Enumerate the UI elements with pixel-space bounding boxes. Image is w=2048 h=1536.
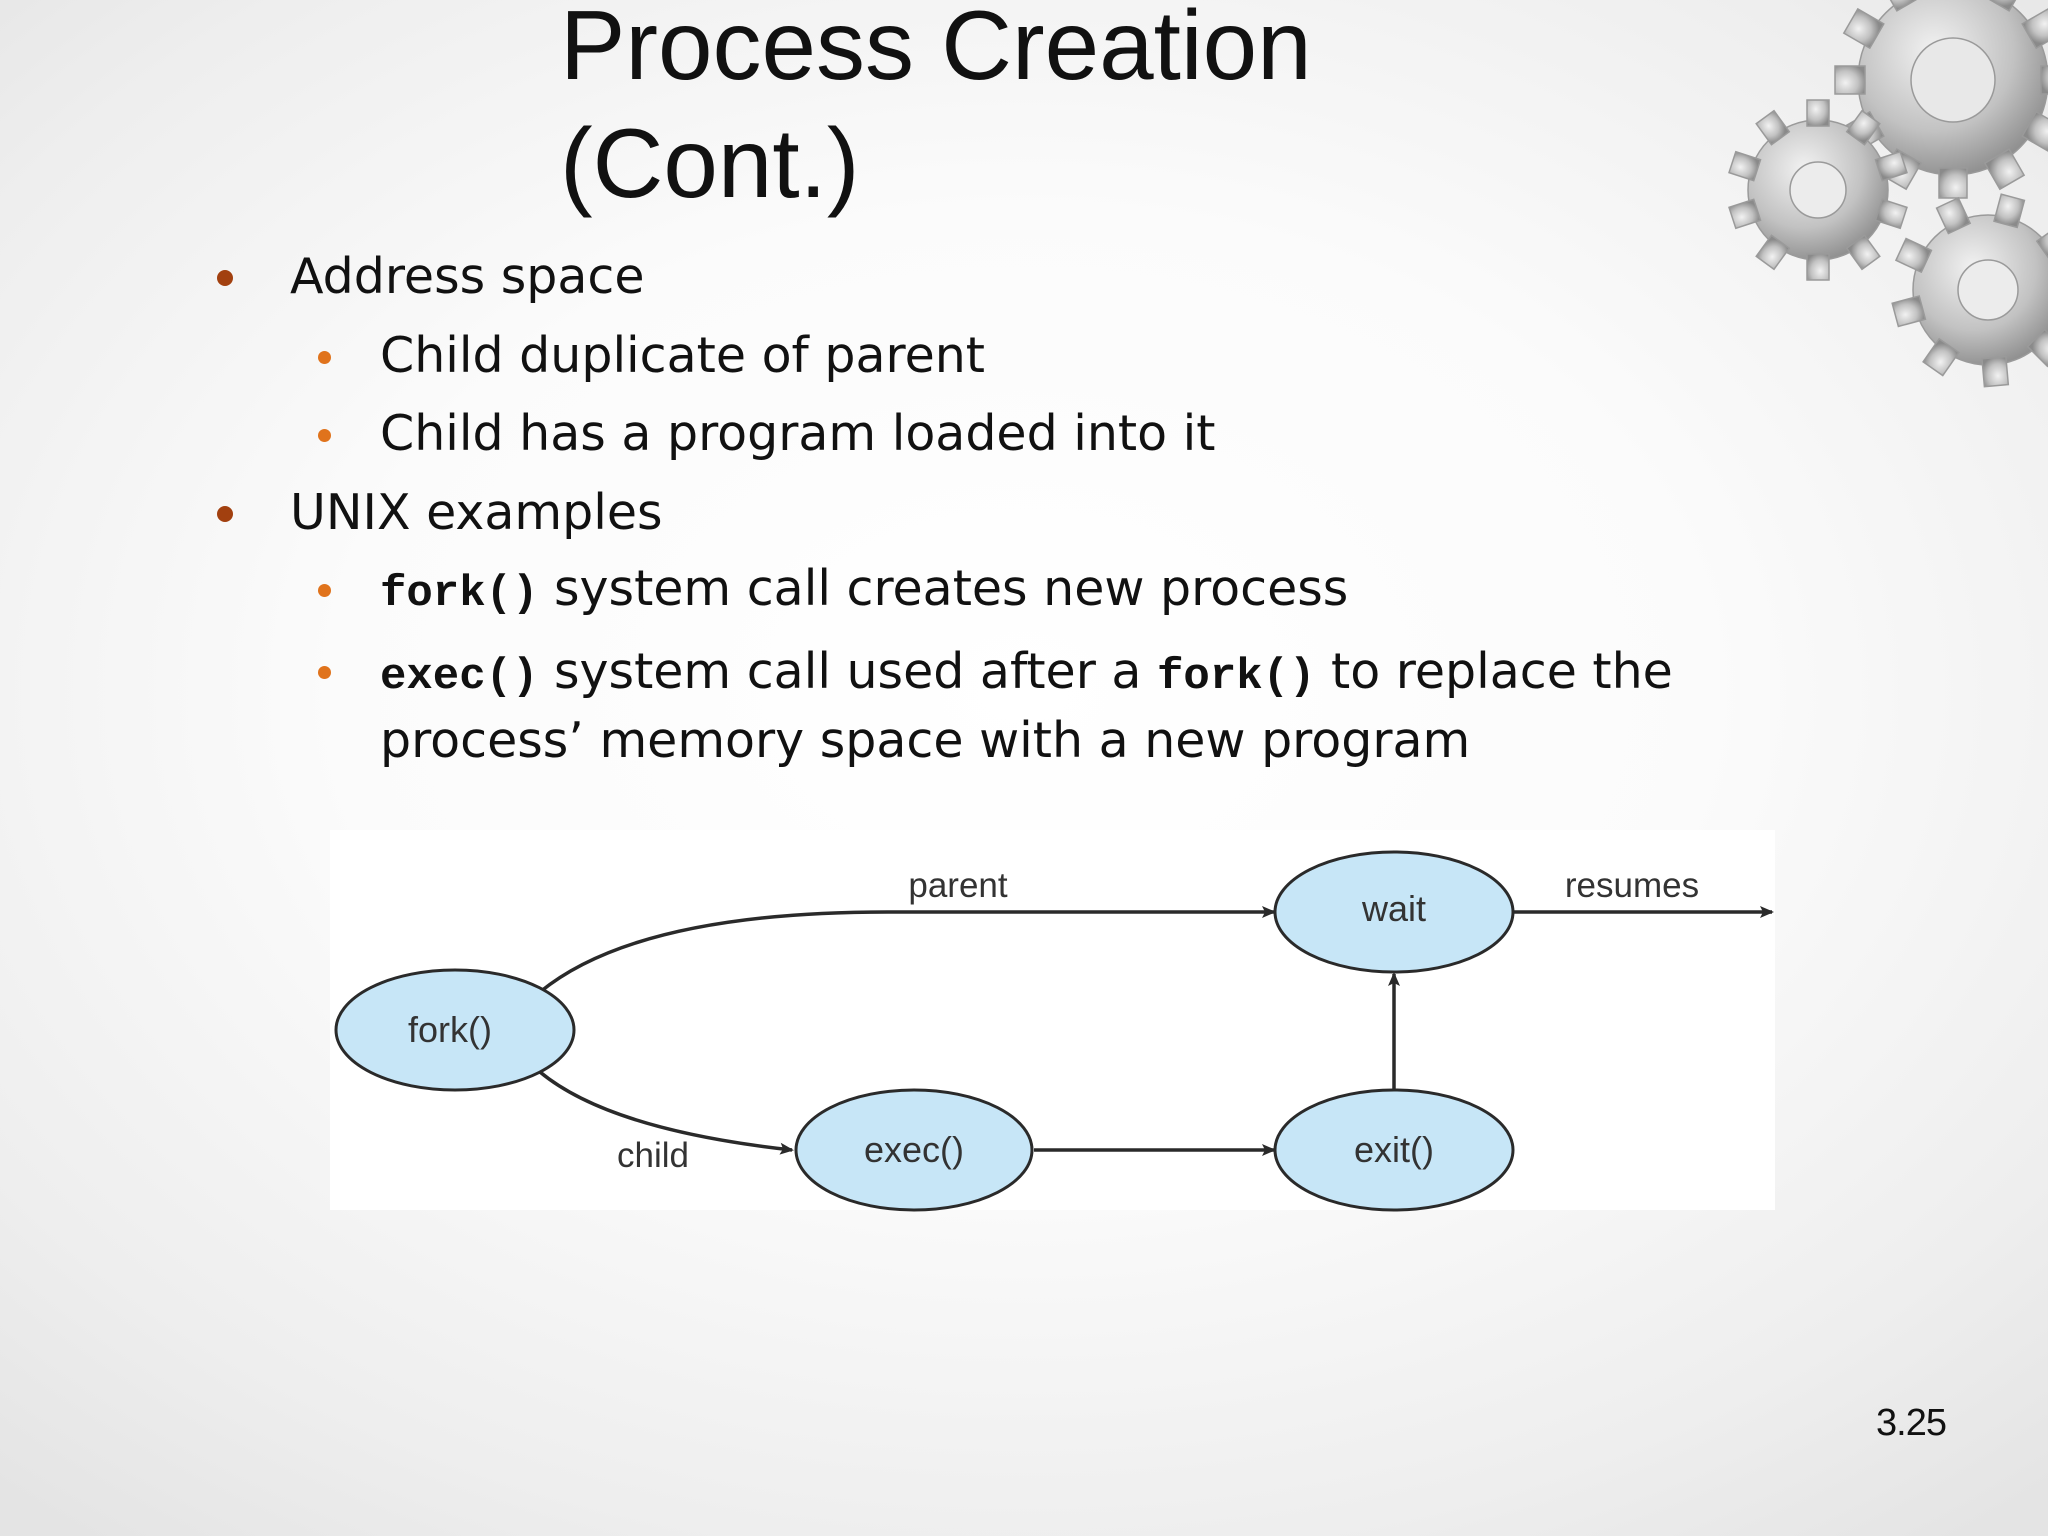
bullet-unix-examples: UNIX examples [217, 484, 663, 541]
bullet-text: Address space [290, 248, 645, 305]
edge-parent [538, 906, 1276, 994]
node-exit: exit() [1273, 1088, 1515, 1212]
bullet-fork: fork() system call creates new process [318, 560, 1349, 619]
slide-page-number: 3.25 [1876, 1402, 1947, 1444]
sub-bullet-dot-icon [318, 429, 331, 442]
edge-child [538, 1070, 794, 1155]
slide-title: Process Creation (Cont.) [560, 0, 1312, 222]
bullet-text: system call creates new process [538, 560, 1349, 617]
code-exec: exec() [380, 652, 539, 702]
bullet-text: system call used after a [538, 643, 1158, 700]
bullet-child-duplicate: Child duplicate of parent [318, 327, 985, 384]
bullet-text: Child duplicate of parent [380, 327, 985, 384]
code-fork: fork() [380, 569, 539, 619]
node-exec-label: exec() [864, 1129, 964, 1170]
gears-decoration-icon [1728, 0, 2048, 388]
node-fork-label: fork() [408, 1009, 492, 1050]
bullet-text: UNIX examples [290, 484, 663, 541]
bullet-text: Child has a program loaded into it [380, 405, 1216, 462]
bullet-dot-icon [217, 506, 233, 522]
label-parent: parent [908, 866, 1008, 905]
bullet-dot-icon [217, 270, 233, 286]
bullet-child-program: Child has a program loaded into it [318, 405, 1216, 462]
sub-bullet-dot-icon [318, 351, 331, 364]
node-exec: exec() [794, 1088, 1034, 1212]
label-resumes: resumes [1565, 866, 1699, 905]
bullet-text: to replace the [1315, 643, 1673, 700]
node-wait: wait [1273, 850, 1515, 974]
node-fork: fork() [334, 968, 576, 1092]
label-child: child [617, 1136, 689, 1175]
slide-title-line1: Process Creation [560, 0, 1312, 100]
bullet-exec: exec() system call used after a fork() t… [318, 640, 1673, 773]
slide-title-line2: (Cont.) [560, 108, 860, 218]
code-fork-inline: fork() [1157, 652, 1316, 702]
bullet-address-space: Address space [217, 248, 645, 305]
node-wait-label: wait [1361, 888, 1426, 929]
sub-bullet-dot-icon [318, 584, 331, 597]
bullet-text-continued: process’ memory space with a new program [380, 712, 1471, 769]
sub-bullet-dot-icon [318, 666, 331, 679]
node-exit-label: exit() [1354, 1129, 1434, 1170]
